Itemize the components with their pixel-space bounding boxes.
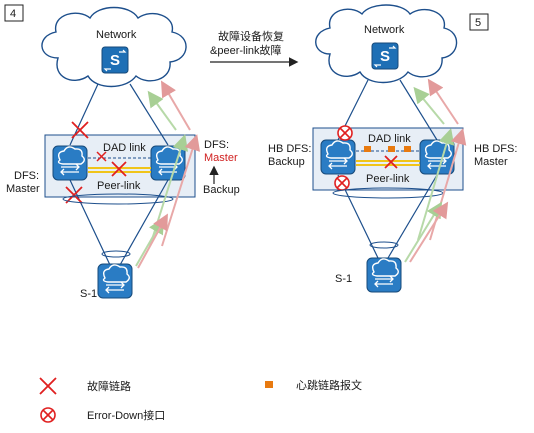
transition-line2: &peer-link故障 [210,43,282,57]
left-switch-b-label-line2: Master [204,152,238,164]
right-traffic-arrow-pink-3 [409,201,449,263]
legend: 故障链路 Error-Down接口 心跳链路报文 [39,377,362,423]
step-5-label: 5 [475,17,481,29]
right-fault-x-peer-icon [384,155,398,169]
left-traffic-arrow-pink-2 [160,80,191,131]
left-switch-a-label-line2: Master [6,183,40,195]
left-fault-x-downlink-icon [65,186,83,204]
left-downlink-1 [69,179,111,266]
svg-text:S: S [110,52,120,69]
right-switch-a-label-line1: HB DFS: [268,143,311,155]
right-heartbeat-packet-1 [364,146,371,152]
legend-heartbeat-icon [265,381,273,388]
right-error-down-uplink-icon [337,125,353,141]
left-uplink-2 [129,83,169,146]
legend-heartbeat-label: 心跳链路报文 [296,378,362,392]
right-traffic-arrow-green-2 [413,86,445,125]
right-error-down-downlink-icon [334,175,350,191]
svg-text:S: S [380,48,390,65]
transition: 故障设备恢复 &peer-link故障 [210,29,299,67]
legend-fault-label: 故障链路 [87,379,131,393]
step-4-box [4,4,24,22]
step-4-label: 4 [10,8,16,20]
step-5-box [469,13,489,31]
right-switch-b-label-line2: Master [474,156,508,168]
left-backup-label: Backup [203,184,240,196]
left-s1-icon [97,263,133,299]
transition-line1: 故障设备恢复 [218,29,284,43]
right-network-device-icon: S [371,42,399,70]
left-network-device-icon: S [101,46,129,74]
left-network-label: Network [96,29,137,41]
right-network-label: Network [364,24,405,36]
left-fault-x-dad-icon [96,151,107,162]
right-downlink-2 [387,174,438,259]
left-switch-a-icon [52,145,88,181]
right-s1-icon [366,257,402,293]
left-downlink-2 [119,179,169,266]
right-heartbeat-packet-3 [404,146,411,152]
right-peer-link-label: Peer-link [366,173,410,185]
left-traffic-arrow-green-2 [147,90,177,131]
left-fault-x-uplink-icon [71,121,89,139]
left-eth-trunk-top [62,193,174,205]
left-traffic-arrow-green-3 [135,217,165,267]
right-switch-a-icon [320,139,356,175]
right-uplink-2 [399,79,438,141]
left-eth-trunk-bottom [101,250,131,258]
left-panel: 4 Network S DAD link Peer-link [4,4,240,300]
right-switch-b-label-line1: HB DFS: [474,143,517,155]
right-traffic-arrow-green-3 [404,201,443,263]
legend-error-down-icon [40,407,56,423]
left-dad-link-label: DAD link [103,142,146,154]
right-traffic-arrow-pink-2 [427,78,459,125]
right-switch-a-label-line2: Backup [268,156,305,168]
right-eth-trunk-bottom [369,241,399,249]
right-panel: 5 Network S DAD link Peer-link [268,4,517,293]
right-dad-link-label: DAD link [368,133,411,145]
right-s1-label: S-1 [335,273,352,285]
left-s1-label: S-1 [80,288,97,300]
right-switch-b-icon [419,139,455,175]
legend-error-down-label: Error-Down接口 [87,409,165,422]
left-switch-a-label-line1: DFS: [14,170,39,182]
left-traffic-arrow-pink-3 [137,213,168,269]
left-fault-x-peer-icon [111,161,127,177]
right-traffic-arrow-green-1 [417,128,455,241]
left-switch-b-label-line1: DFS: [204,139,229,151]
right-heartbeat-packet-2 [388,146,395,152]
legend-fault-x-icon [39,377,57,395]
left-peer-link-label: Peer-link [97,180,141,192]
